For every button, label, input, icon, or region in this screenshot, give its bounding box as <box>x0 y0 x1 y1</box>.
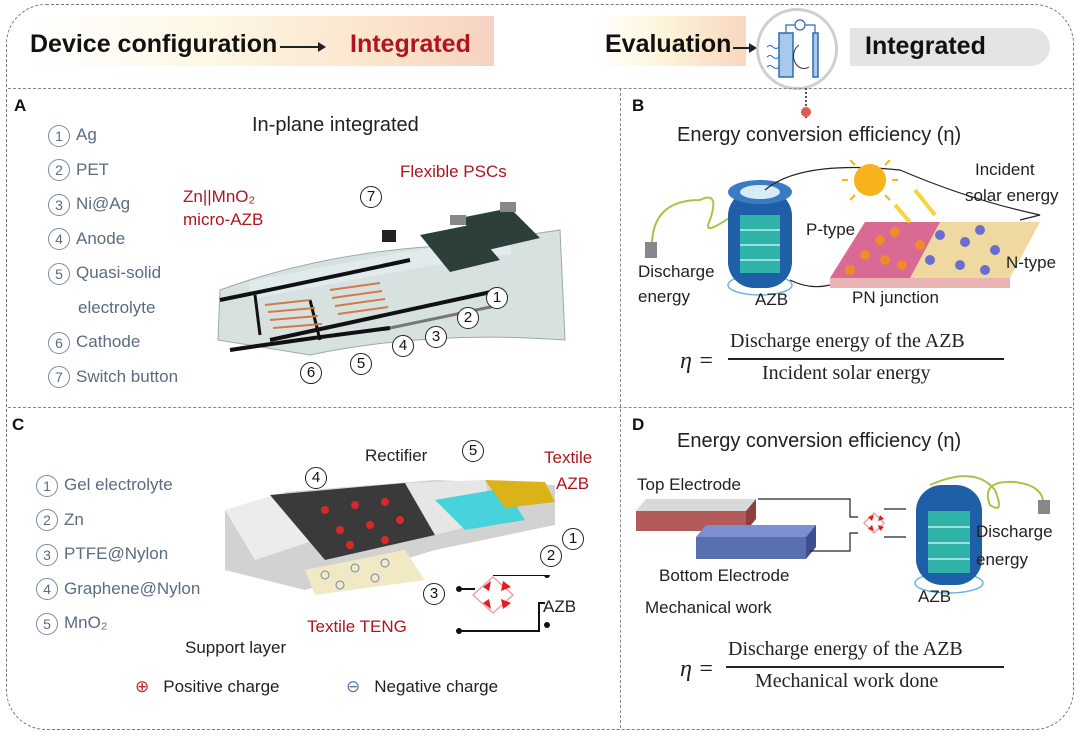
callout-4: 4 <box>392 335 414 357</box>
in-plane-device-illustration <box>217 202 566 356</box>
formula-denominator: Mechanical work done <box>755 670 939 692</box>
textile-azb-label-line2: AZB <box>556 474 590 493</box>
top-electrode-label: Top Electrode <box>637 475 741 494</box>
divider-vertical <box>620 88 621 728</box>
callout-1: 1 <box>562 528 584 550</box>
callout-7: 7 <box>360 186 382 208</box>
formula-numerator: Discharge energy of the AZB <box>728 638 963 660</box>
formula-denominator: Incident solar energy <box>762 362 931 384</box>
panel-b-formula: η = Discharge energy of the AZB Incident… <box>680 330 1040 390</box>
bottom-electrode-label: Bottom Electrode <box>659 566 790 585</box>
discharge-label-line1: Discharge <box>976 522 1053 541</box>
solar-pn-junction-illustration <box>645 160 1041 296</box>
divider-header <box>8 88 1072 89</box>
micro-azb-label-line1: Zn||MnO₂ <box>183 187 256 206</box>
callout-3: 3 <box>423 583 445 605</box>
incident-label-line1: Incident <box>975 160 1035 179</box>
formula-numerator: Discharge energy of the AZB <box>730 330 965 352</box>
teng-electrodes-illustration <box>636 485 984 594</box>
textile-device-illustration <box>225 480 555 595</box>
panel-d-label: D <box>632 415 645 434</box>
callout-4: 4 <box>305 467 327 489</box>
discharge-label-line2: energy <box>976 550 1028 569</box>
positive-charge-icon: ⊕ <box>135 677 150 696</box>
callout-2: 2 <box>540 545 562 567</box>
incident-label-line2: solar energy <box>965 186 1059 205</box>
callout-2: 2 <box>457 307 479 329</box>
negative-charge-icon: ⊖ <box>346 677 361 696</box>
figure-frame <box>6 4 1074 730</box>
magnifier-lens <box>756 8 838 90</box>
header-device-config-bg <box>24 16 494 66</box>
textile-teng-label: Textile TENG <box>307 617 407 636</box>
evaluation-label: Evaluation <box>605 30 732 58</box>
n-type-label: N-type <box>1006 253 1057 272</box>
connector-dot-icon <box>801 88 811 118</box>
fraction-bar <box>728 358 1004 360</box>
discharge-label-line1: Discharge <box>638 262 715 281</box>
rectifier-label: Rectifier <box>365 446 428 465</box>
mechanical-work-label: Mechanical work <box>645 598 772 617</box>
device-config-label: Device configuration <box>30 30 278 58</box>
negative-charge-legend: ⊖Negative charge <box>346 677 499 696</box>
panel-d-formula: η = Discharge energy of the AZB Mechanic… <box>680 638 1040 698</box>
azb-label: AZB <box>543 597 577 616</box>
p-type-label: P-type <box>806 220 856 239</box>
discharge-label-line2: energy <box>638 287 690 306</box>
evaluation-pill <box>850 28 1050 66</box>
evaluation-value: Integrated <box>865 32 986 60</box>
panel-b-title: Energy conversion efficiency (η) <box>677 124 962 146</box>
photoelectrode-schematic-icon <box>766 19 819 78</box>
pn-junction-label: PN junction <box>852 288 939 307</box>
flexible-pscs-label: Flexible PSCs <box>400 162 507 181</box>
panel-c-label: C <box>12 415 25 434</box>
panel-d-title: Energy conversion efficiency (η) <box>677 430 962 452</box>
callout-1: 1 <box>486 287 508 309</box>
micro-azb-label-line2: micro-AZB <box>183 210 264 229</box>
device-config-value: Integrated <box>350 30 471 58</box>
fraction-bar <box>726 666 1004 668</box>
legend-item: electrolyte <box>78 297 156 317</box>
divider-middle <box>8 407 1072 408</box>
arrow-right-icon <box>280 42 326 52</box>
callout-6: 6 <box>300 362 322 384</box>
panel-a-title: In-plane integrated <box>252 114 419 136</box>
azb-label: AZB <box>755 290 789 309</box>
callout-5: 5 <box>350 353 372 375</box>
azb-label: AZB <box>918 587 952 606</box>
arrow-right-icon <box>733 43 757 53</box>
positive-charge-legend: ⊕Positive charge <box>135 677 280 696</box>
rectifier-bridge-icon <box>456 575 550 634</box>
support-layer-label: Support layer <box>185 638 287 657</box>
textile-azb-label-line1: Textile <box>544 448 593 467</box>
header-evaluation-bg <box>596 16 746 66</box>
panel-a-label: A <box>14 96 27 115</box>
discharge-plug-cable-icon <box>929 475 1050 514</box>
callout-5: 5 <box>462 440 484 462</box>
callout-3: 3 <box>425 326 447 348</box>
panel-b-label: B <box>632 96 645 115</box>
